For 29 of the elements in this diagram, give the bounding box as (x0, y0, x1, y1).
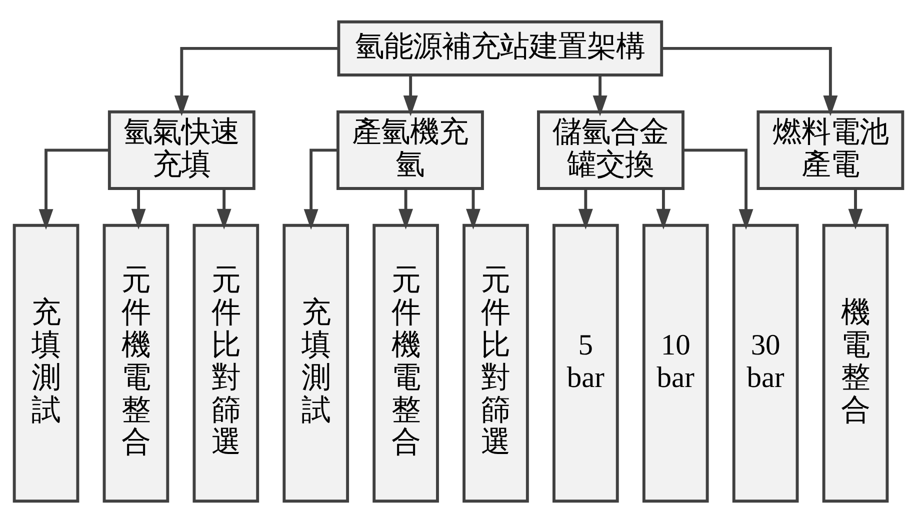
arrow (466, 188, 480, 229)
arrow (174, 46, 339, 116)
arrow (38, 148, 110, 230)
node-box: 氫能源補充站建置架構 (337, 20, 664, 76)
arrow (848, 188, 863, 229)
node-box: 產氫機充氫 (336, 110, 484, 190)
node-box: 10 bar (642, 223, 709, 502)
arrow (578, 188, 593, 229)
node-box: 元件機電整合 (102, 223, 170, 502)
node-box: 元件比對篩選 (462, 223, 529, 502)
arrow (403, 74, 418, 116)
arrow (683, 148, 754, 230)
node-box: 儲氫合金罐交換 (537, 110, 684, 190)
arrow (216, 188, 232, 229)
arrow (592, 74, 608, 116)
arrow (131, 188, 146, 229)
node-box: 元件機電整合 (372, 223, 439, 502)
node-box: 機電整合 (822, 223, 889, 502)
node-box: 充填測試 (282, 223, 350, 502)
node-box: 充填測試 (12, 223, 80, 502)
node-box: 燃料電池產電 (756, 110, 904, 190)
arrow (398, 188, 414, 229)
node-box: 元件比對篩選 (192, 223, 260, 502)
node-box: 30 bar (732, 223, 799, 502)
arrow (656, 188, 671, 229)
arrow (662, 46, 838, 116)
node-box: 氫氣快速充填 (108, 110, 256, 190)
arrow (304, 148, 338, 230)
node-box: 5 bar (552, 223, 619, 502)
